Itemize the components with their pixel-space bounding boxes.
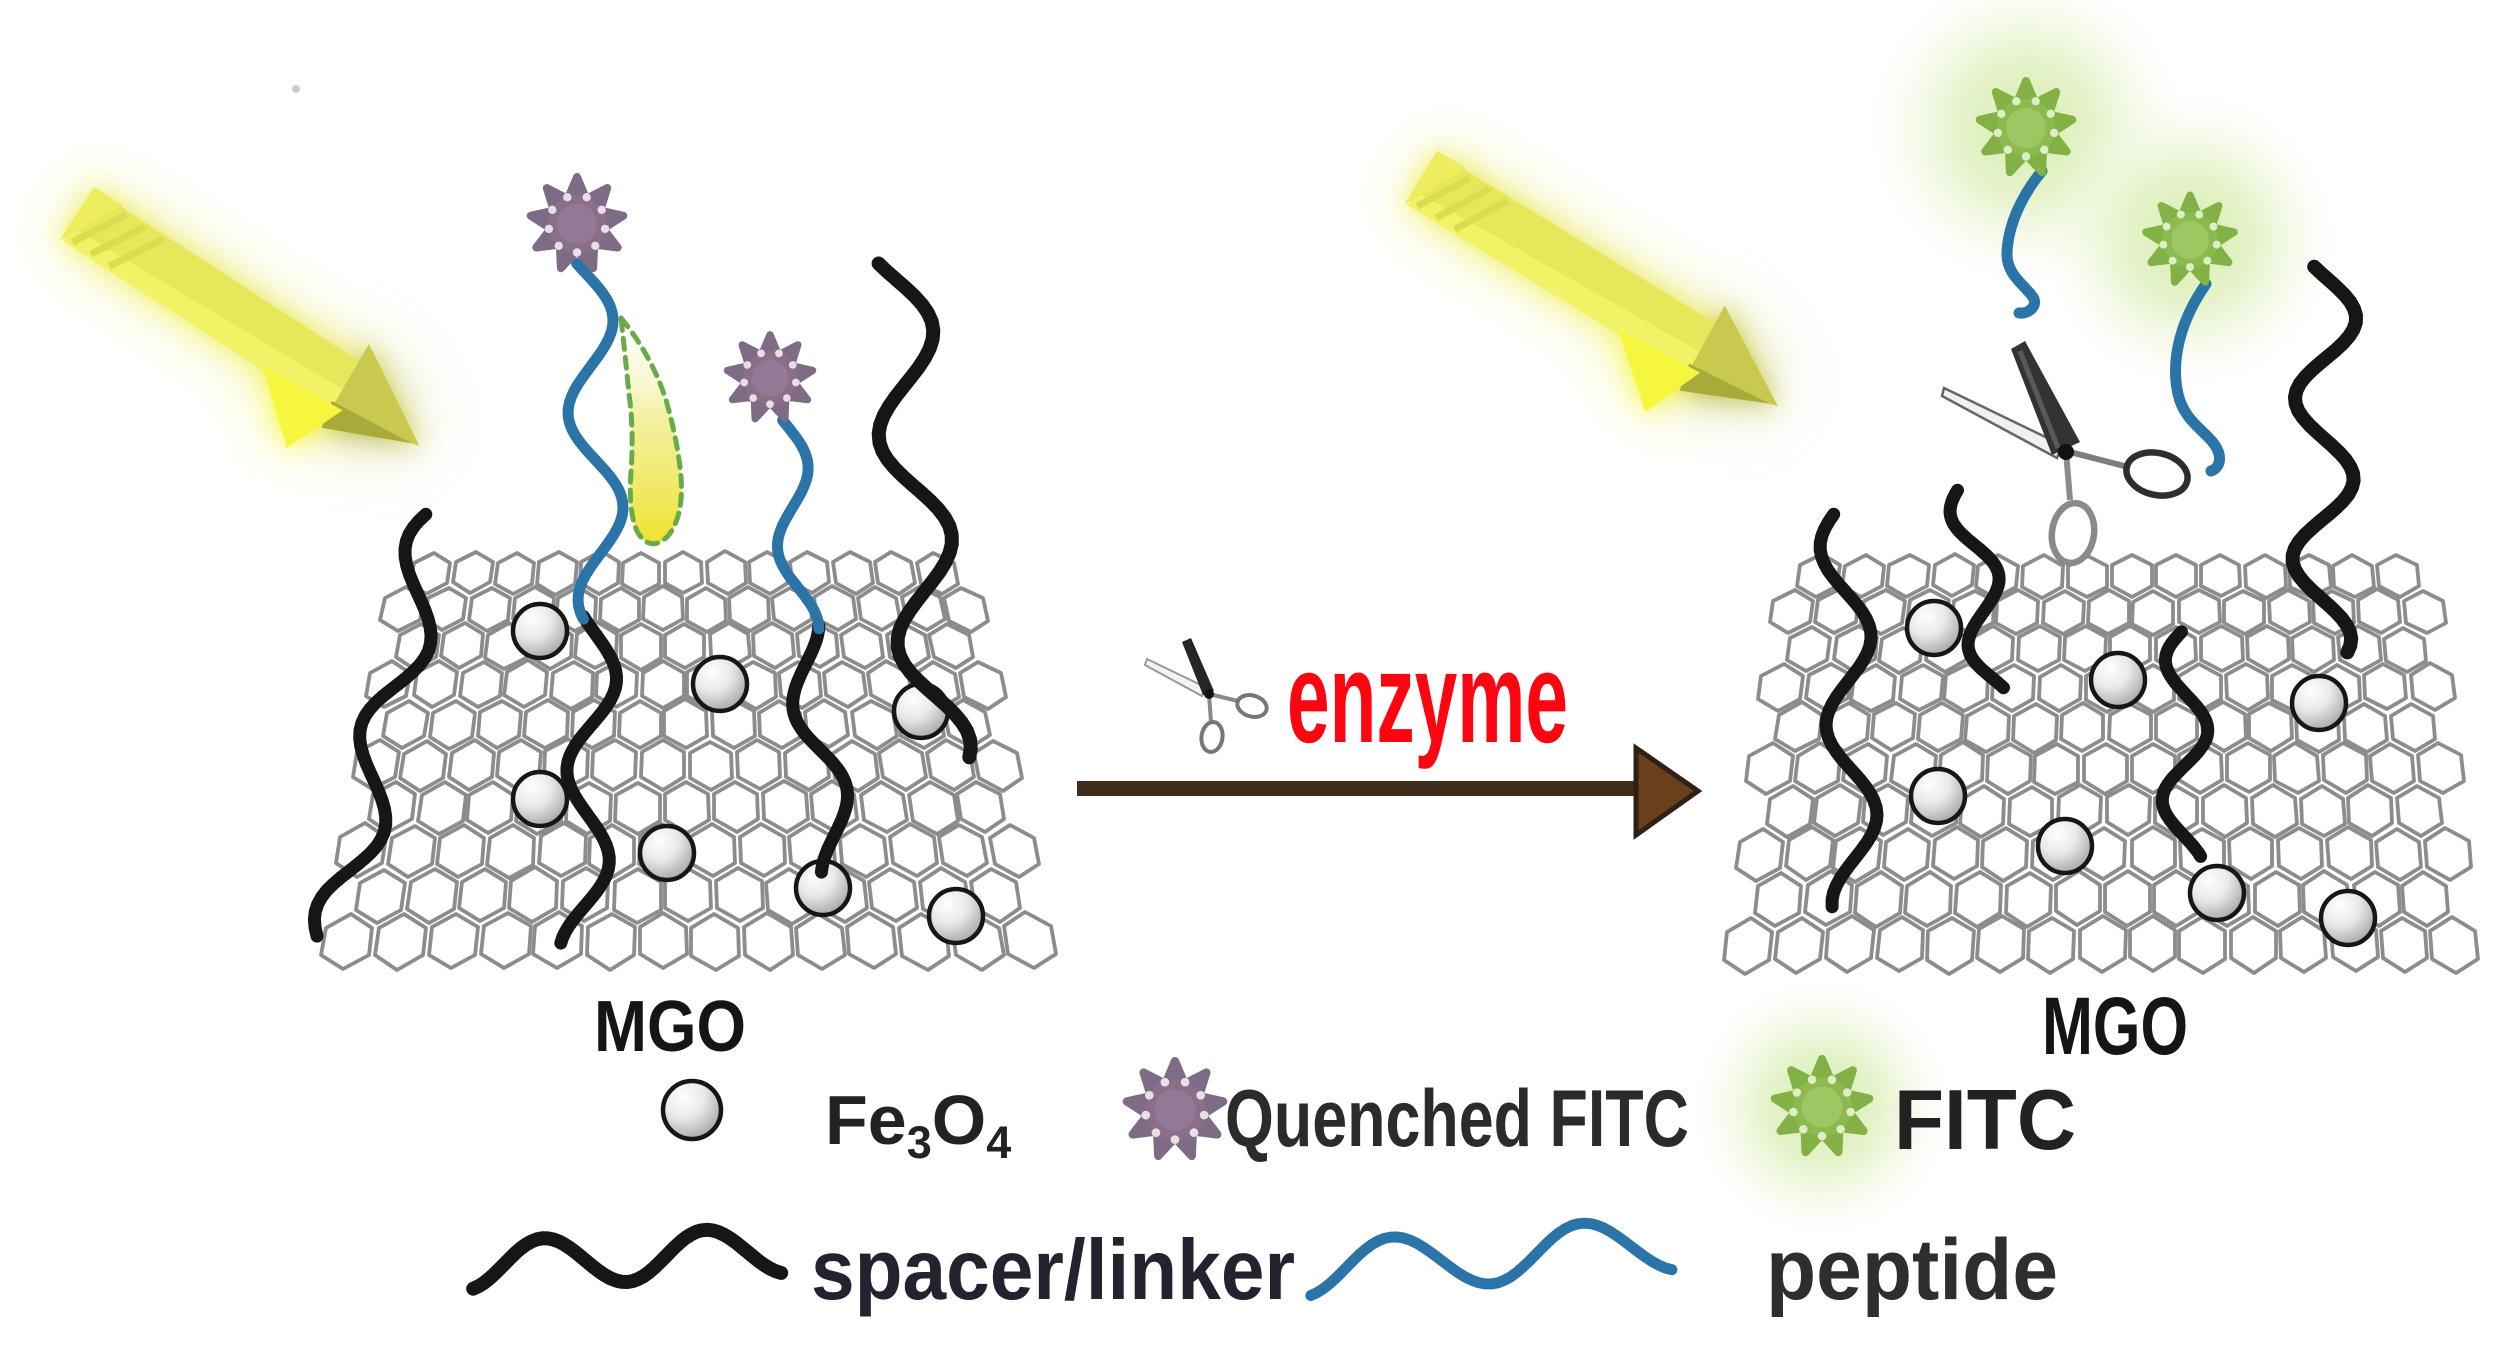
svg-text:peptide: peptide <box>1766 1221 2058 1318</box>
svg-text:Quenched FITC: Quenched FITC <box>1225 1074 1689 1164</box>
svg-text:FITC: FITC <box>1894 1073 2076 1168</box>
svg-text:enzyme: enzyme <box>1287 627 1568 771</box>
svg-text:spacer/linker: spacer/linker <box>811 1222 1295 1317</box>
svg-text:MGO: MGO <box>594 987 746 1067</box>
svg-text:MGO: MGO <box>2042 981 2188 1072</box>
svg-text:Fe3O4: Fe3O4 <box>825 1081 1011 1168</box>
